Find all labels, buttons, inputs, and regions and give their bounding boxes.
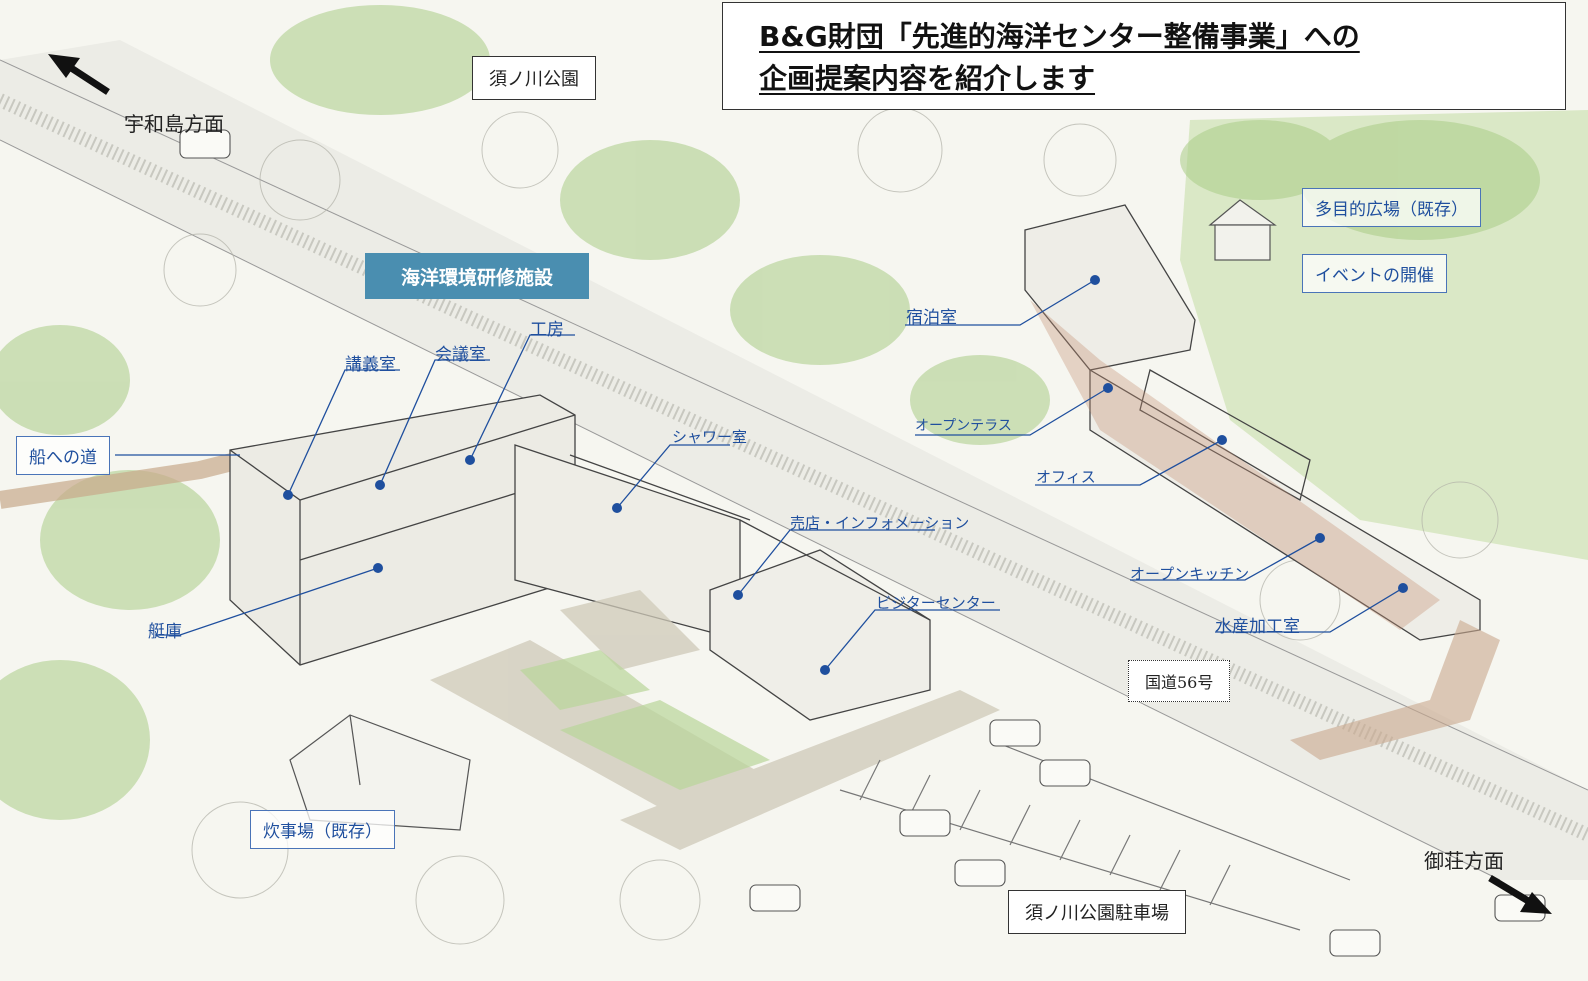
boat-path-label: 船への道 (16, 436, 110, 475)
facility-badge: 海洋環境研修施設 (365, 253, 589, 299)
lecture-room-label: 講義室 (345, 355, 396, 375)
shop-info-label: 売店・インフォメーション (790, 514, 970, 532)
shower-room-label: シャワー室 (672, 428, 748, 446)
route-label: 国道56号 (1128, 660, 1231, 702)
workshop-label: 工房 (530, 320, 564, 340)
lodging-room-label: 宿泊室 (906, 308, 957, 328)
open-kitchen-label: オープンキッチン (1130, 565, 1250, 583)
plaza-label: 多目的広場（既存） (1302, 188, 1481, 227)
park-name-label: 須ノ川公園 (472, 56, 596, 100)
arrow-southeast-icon (1488, 874, 1552, 914)
meeting-room-label: 会議室 (435, 345, 486, 365)
boathouse-label: 艇庫 (148, 622, 182, 642)
title-box: B&G財団「先進的海洋センター整備事業」への 企画提案内容を紹介します (722, 2, 1566, 110)
office-label: オフィス (1036, 468, 1096, 486)
open-terrace-label: オープンテラス (915, 418, 1012, 434)
cooking-label: 炊事場（既存） (250, 810, 395, 849)
visitor-center-label: ビジターセンター (876, 594, 996, 612)
seafood-processing-label: 水産加工室 (1215, 617, 1300, 637)
title-line-1: B&G財団「先進的海洋センター整備事業」への (759, 20, 1360, 53)
misho-direction-label: 御荘方面 (1424, 849, 1504, 873)
uwajima-direction-label: 宇和島方面 (124, 112, 224, 136)
arrow-northwest-icon (48, 54, 110, 95)
events-label: イベントの開催 (1302, 254, 1447, 293)
title-line-2: 企画提案内容を紹介します (759, 62, 1096, 95)
parking-label: 須ノ川公園駐車場 (1008, 890, 1186, 934)
